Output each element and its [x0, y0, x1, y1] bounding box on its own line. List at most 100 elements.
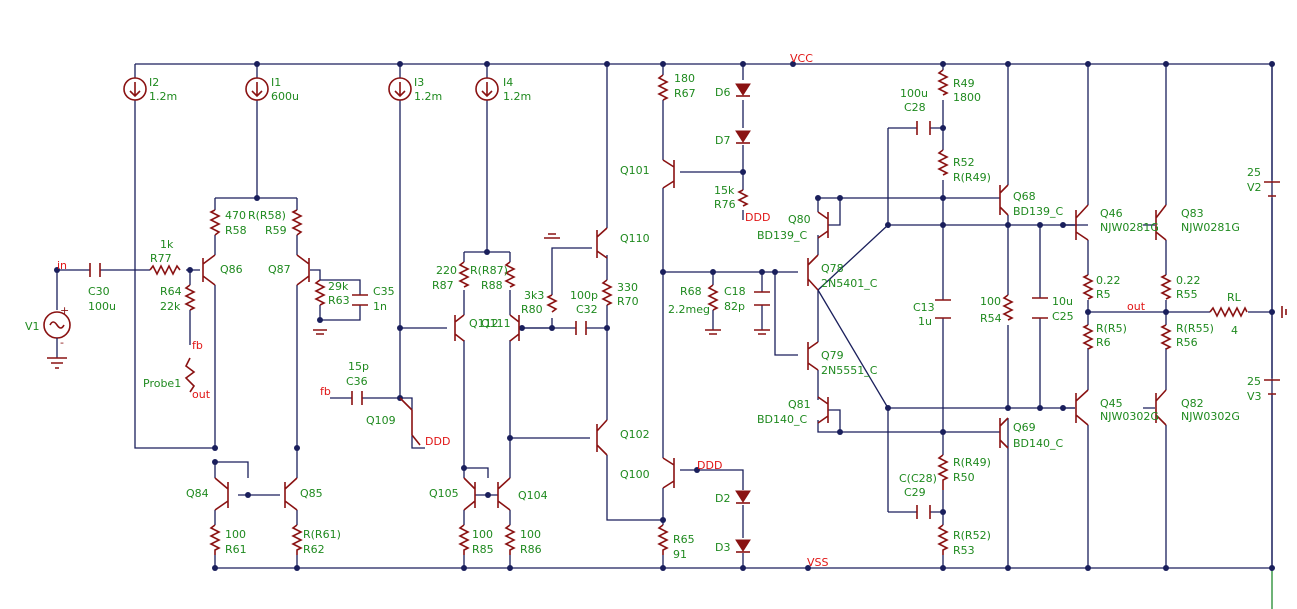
voltage-source-v3 [1264, 379, 1280, 395]
label-q82-n: Q82 [1181, 397, 1204, 410]
label-r85-v: 100 [472, 528, 493, 541]
label-q68-n: Q68 [1013, 190, 1036, 203]
resistor-r87 [458, 261, 470, 288]
label-r49-v: 1800 [953, 91, 981, 104]
net-ddd-q109: DDD [425, 435, 450, 448]
label-r5-n: R5 [1096, 288, 1111, 301]
label-q81-n: Q81 [788, 398, 811, 411]
label-c30-v: 100u [88, 300, 116, 313]
label-q86: Q86 [220, 263, 243, 276]
transistor-q111 [509, 314, 520, 342]
v1-plus-mark: + [60, 304, 69, 317]
label-c25-n: C25 [1052, 310, 1074, 323]
transistor-q80 [817, 211, 829, 239]
label-v2-n: V2 [1247, 181, 1262, 194]
label-r87-n: R87 [432, 279, 454, 292]
capacitor-c28 [916, 121, 931, 135]
transistor-q45 [1075, 389, 1089, 426]
label-i4-n: I4 [503, 76, 513, 89]
label-r61-n: R61 [225, 543, 247, 556]
label-q83-n: Q83 [1181, 207, 1204, 220]
label-i2-n: I2 [149, 76, 159, 89]
label-q87: Q87 [268, 263, 291, 276]
label-r58-v: 470 [225, 209, 246, 222]
transistor-q110 [596, 227, 608, 259]
label-i1-n: I1 [271, 76, 281, 89]
label-c18-v: 82p [724, 300, 745, 313]
label-r6-v: R(R5) [1096, 322, 1127, 335]
transistor-q68 [999, 184, 1009, 216]
label-rl-v: 4 [1231, 324, 1238, 337]
resistor-r5 [1082, 274, 1094, 300]
label-r67-v: 180 [674, 72, 695, 85]
label-r67-n: R67 [674, 87, 696, 100]
label-r49-n: R49 [953, 77, 975, 90]
label-r88-v: R(R87) [470, 264, 508, 277]
label-r63-n: R63 [328, 294, 350, 307]
label-r53-v: R(R52) [953, 529, 991, 542]
label-r54-n: R54 [980, 312, 1002, 325]
label-q105: Q105 [429, 487, 459, 500]
resistor-r76 [737, 189, 749, 207]
label-r50-n: R50 [953, 471, 975, 484]
transistor-q69 [999, 417, 1009, 449]
transistor-q82 [1155, 389, 1167, 426]
label-q82-m: NJW0302G [1181, 410, 1240, 423]
label-r59-v: R(R58) [248, 209, 286, 222]
label-q46-m: NJW0281G [1100, 221, 1159, 234]
resistor-r55 [1160, 274, 1172, 300]
label-r56-v: R(R55) [1176, 322, 1214, 335]
label-r55-n: R55 [1176, 288, 1198, 301]
v1-minus-mark: - [60, 336, 64, 349]
label-c25-v: 10u [1052, 295, 1073, 308]
resistor-r50 [937, 454, 949, 490]
label-q68-m: BD139_C [1013, 205, 1064, 218]
capacitor-c30 [89, 263, 101, 277]
transistor-q78 [807, 254, 819, 291]
label-r70-n: R70 [617, 295, 639, 308]
label-q81-m: BD140_C [757, 413, 808, 426]
capacitor-c13 [935, 299, 951, 319]
label-r58-n: R58 [225, 224, 247, 237]
resistor-r52 [937, 149, 949, 176]
label-r62-v: R(R61) [303, 528, 341, 541]
capacitor-c35 [352, 294, 368, 306]
label-q78-m: 2N5401_C [821, 277, 878, 290]
label-r65-n: R65 [673, 533, 695, 546]
capacitor-c29 [916, 505, 931, 519]
net-vss: VSS [807, 556, 829, 569]
label-q83-m: NJW0281G [1181, 221, 1240, 234]
label-c36-v: 15p [348, 360, 369, 373]
diode-d6 [735, 83, 751, 96]
label-v1: V1 [25, 320, 40, 333]
label-c32-n: C32 [576, 303, 598, 316]
label-i1-v: 600u [271, 90, 299, 103]
label-q69-n: Q69 [1013, 421, 1036, 434]
resistor-r88 [504, 261, 516, 288]
label-c28-v: 100u [900, 87, 928, 100]
label-q104: Q104 [518, 489, 548, 502]
resistor-r61 [209, 524, 221, 555]
label-d7: D7 [715, 134, 730, 147]
transistor-q102 [596, 419, 608, 456]
capacitor-c25 [1032, 297, 1048, 319]
label-probe1: Probe1 [143, 377, 181, 390]
transistor-q104 [497, 477, 511, 511]
label-i2-v: 1.2m [149, 90, 177, 103]
current-source-i2 [123, 77, 147, 101]
label-r59-n: R59 [265, 224, 287, 237]
label-r50-v: R(R49) [953, 456, 991, 469]
label-r6-n: R6 [1096, 336, 1111, 349]
label-r68-v: 2.2meg [668, 303, 710, 316]
resistor-r49 [937, 69, 949, 96]
label-c18-n: C18 [724, 285, 746, 298]
transistor-q105 [463, 477, 476, 511]
capacitors [89, 121, 1048, 519]
voltage-source-v2 [1264, 181, 1280, 197]
label-r70-v: 330 [617, 281, 638, 294]
resistor-r65 [657, 524, 669, 555]
label-c13-n: C13 [913, 301, 935, 314]
label-r88-n: R88 [481, 279, 503, 292]
junctions [54, 61, 1275, 571]
